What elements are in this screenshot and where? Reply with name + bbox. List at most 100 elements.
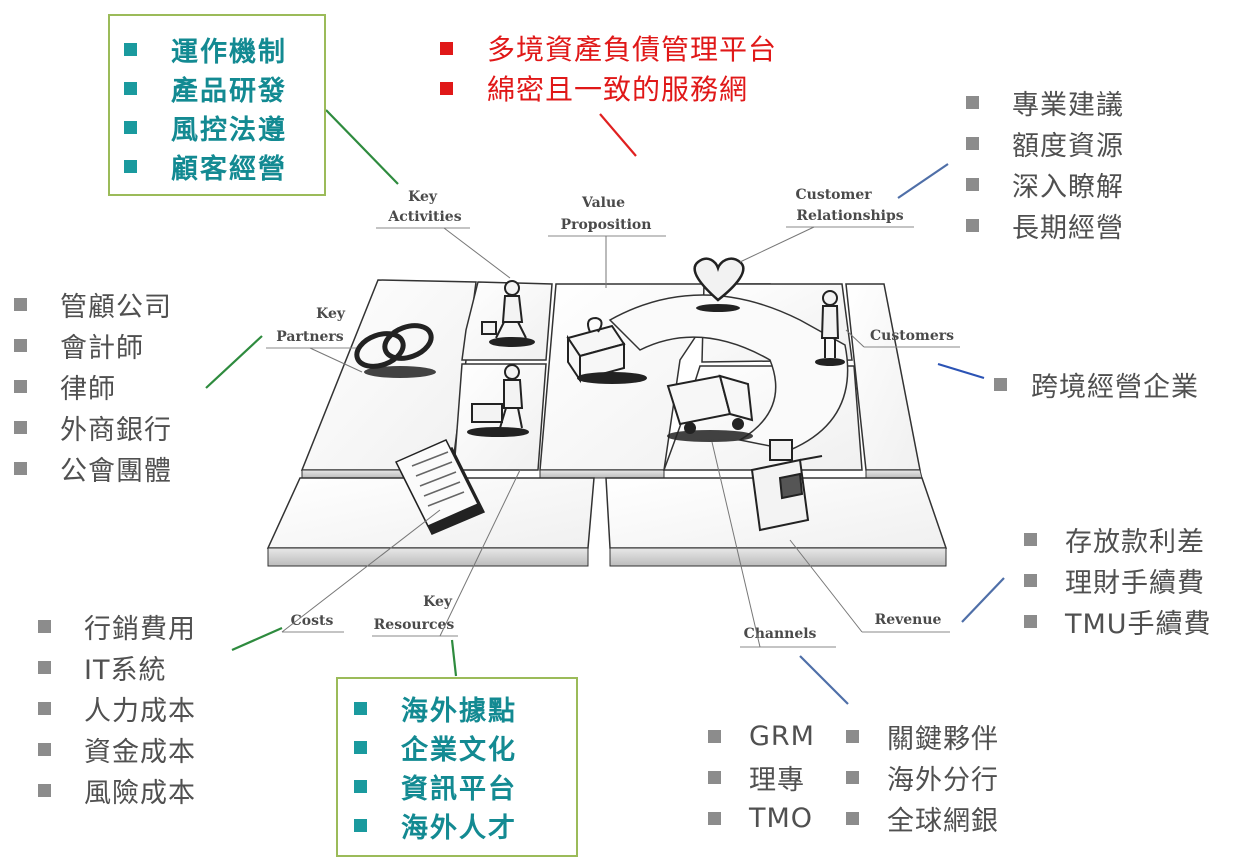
list-item: 律師 — [14, 366, 172, 407]
list-item: 產品研發 — [124, 69, 287, 108]
connector-key-resources — [450, 639, 458, 677]
connector-costs — [231, 626, 283, 652]
document-pages-icon — [394, 439, 486, 535]
revenue-list: 存放款利差 理財手續費 TMU手續費 — [1024, 519, 1212, 642]
square-bullet-icon — [846, 771, 859, 784]
label-costs: Costs — [291, 613, 334, 629]
square-bullet-icon — [354, 741, 367, 754]
list-item: 額度資源 — [966, 123, 1124, 164]
label-key-partners: Key Partners — [276, 306, 350, 345]
list-item: 海外人才 — [354, 806, 517, 845]
connector-key-partners — [205, 335, 263, 389]
label-key-activities: Key Activities — [387, 189, 461, 225]
square-bullet-icon — [966, 96, 979, 109]
list-item: IT系統 — [38, 647, 196, 688]
list-item: GRM — [708, 716, 815, 757]
square-bullet-icon — [124, 160, 137, 173]
list-item: TMO — [708, 798, 815, 839]
list-item: 海外分行 — [846, 757, 999, 798]
list-item: 外商銀行 — [14, 407, 172, 448]
list-item: 資訊平台 — [354, 767, 517, 806]
square-bullet-icon — [966, 219, 979, 232]
list-item: 行銷費用 — [38, 606, 196, 647]
list-item: 關鍵夥伴 — [846, 716, 999, 757]
square-bullet-icon — [14, 298, 27, 311]
customer-figure-icon — [815, 290, 845, 366]
square-bullet-icon — [38, 661, 51, 674]
list-item: 綿密且一致的服務網 — [440, 68, 777, 108]
square-bullet-icon — [440, 41, 453, 55]
square-bullet-icon — [440, 81, 453, 95]
list-item: 海外據點 — [354, 689, 517, 728]
label-key-resources: Key Resources — [374, 594, 457, 633]
list-item: 理專 — [708, 757, 815, 798]
square-bullet-icon — [38, 702, 51, 715]
channels-list-right: 關鍵夥伴 海外分行 全球網銀 — [846, 716, 999, 839]
square-bullet-icon — [38, 620, 51, 633]
square-bullet-icon — [708, 730, 721, 743]
list-item: 長期經營 — [966, 205, 1124, 246]
list-item: 全球網銀 — [846, 798, 999, 839]
square-bullet-icon — [354, 780, 367, 793]
key-resources-list: 海外據點 企業文化 資訊平台 海外人才 — [354, 689, 517, 845]
list-item: 深入瞭解 — [966, 164, 1124, 205]
gift-box-icon — [566, 316, 647, 384]
label-channels: Channels — [744, 626, 817, 642]
list-item: 存放款利差 — [1024, 519, 1212, 560]
square-bullet-icon — [124, 121, 137, 134]
square-bullet-icon — [14, 380, 27, 393]
square-bullet-icon — [14, 462, 27, 475]
board-customers — [845, 283, 923, 479]
square-bullet-icon — [708, 812, 721, 825]
label-customer-relationships: Customer Relationships — [796, 187, 904, 224]
square-bullet-icon — [994, 378, 1007, 391]
connector-customer-relationships — [897, 163, 949, 199]
square-bullet-icon — [14, 339, 27, 352]
list-item: 會計師 — [14, 325, 172, 366]
connector-channels — [799, 655, 849, 705]
key-resources-box: 海外據點 企業文化 資訊平台 海外人才 — [336, 677, 578, 857]
key-activities-list: 運作機制 產品研發 風控法遵 顧客經營 — [124, 30, 287, 186]
list-item: 人力成本 — [38, 688, 196, 729]
square-bullet-icon — [1024, 574, 1037, 587]
key-partners-list: 管顧公司 會計師 律師 外商銀行 公會團體 — [14, 284, 172, 489]
worker-with-cart-icon — [467, 364, 529, 437]
square-bullet-icon — [354, 702, 367, 715]
label-revenue: Revenue — [875, 612, 942, 628]
list-item: 風控法遵 — [124, 108, 287, 147]
list-item: 公會團體 — [14, 448, 172, 489]
label-customers: Customers — [870, 328, 954, 344]
square-bullet-icon — [846, 730, 859, 743]
list-item: 專業建議 — [966, 82, 1124, 123]
connector-lines — [205, 109, 1005, 705]
key-activities-box: 運作機制 產品研發 風控法遵 顧客經營 — [108, 14, 326, 196]
connector-value-proposition — [599, 113, 637, 157]
square-bullet-icon — [708, 771, 721, 784]
customer-relationships-list: 專業建議 額度資源 深入瞭解 長期經營 — [966, 82, 1124, 246]
square-bullet-icon — [14, 421, 27, 434]
label-value-proposition: Value Proposition — [561, 195, 652, 233]
square-bullet-icon — [1024, 615, 1037, 628]
linked-rings-icon — [354, 323, 436, 378]
square-bullet-icon — [354, 819, 367, 832]
customers-list: 跨境經營企業 — [994, 364, 1199, 405]
square-bullet-icon — [38, 743, 51, 756]
costs-list: 行銷費用 IT系統 人力成本 資金成本 風險成本 — [38, 606, 196, 811]
list-item: 資金成本 — [38, 729, 196, 770]
list-item: 跨境經營企業 — [994, 364, 1199, 405]
square-bullet-icon — [846, 812, 859, 825]
list-item: 顧客經營 — [124, 147, 287, 186]
value-proposition-list: 多境資產負債管理平台 綿密且一致的服務網 — [440, 28, 777, 108]
list-item: 風險成本 — [38, 770, 196, 811]
square-bullet-icon — [966, 178, 979, 191]
cash-register-icon — [750, 439, 823, 532]
square-bullet-icon — [124, 82, 137, 95]
square-bullet-icon — [38, 784, 51, 797]
channels-list-left: GRM 理專 TMO — [708, 716, 815, 839]
square-bullet-icon — [966, 137, 979, 150]
list-item: 理財手續費 — [1024, 560, 1212, 601]
heart-icon — [693, 257, 745, 312]
list-item: 管顧公司 — [14, 284, 172, 325]
square-bullet-icon — [1024, 533, 1037, 546]
